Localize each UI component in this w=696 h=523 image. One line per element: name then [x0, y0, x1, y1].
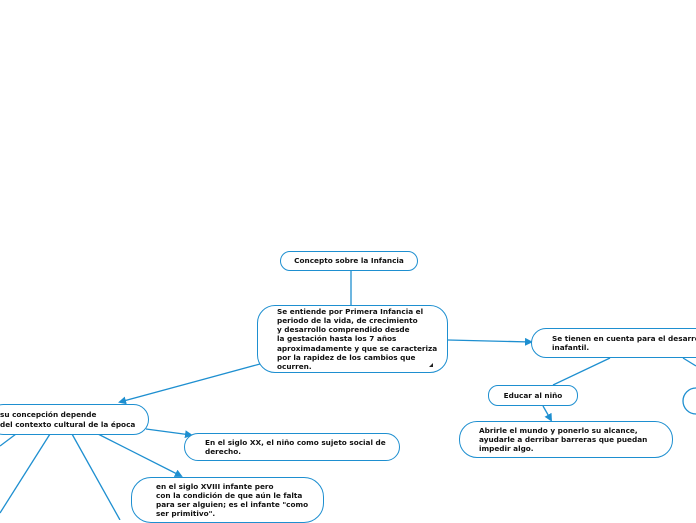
node-educar[interactable]: Educar al niño — [488, 385, 578, 406]
resize-handle-icon[interactable] — [429, 363, 433, 367]
node-title[interactable]: Concepto sobre la Infancia — [280, 251, 418, 271]
node-educar-text: Educar al niño — [503, 390, 563, 400]
node-definition[interactable]: Se entiende por Primera Infancia el peri… — [257, 305, 448, 373]
node-concepcion[interactable]: su concepción depende del contexto cultu… — [0, 404, 149, 435]
edge-concepcion-siglo-xviii — [95, 432, 183, 477]
node-siglo-xviii-text: en el siglo XVIII infante pero con la co… — [156, 481, 309, 519]
edge-desarrollo-educar — [552, 357, 611, 386]
node-siglo-xviii[interactable]: en el siglo XVIII infante pero con la co… — [131, 477, 324, 523]
offscreen-node-edge — [682, 387, 696, 415]
node-definition-text: Se entiende por Primera Infancia el peri… — [277, 306, 438, 371]
node-abrirle[interactable]: Abrirle el mundo y ponerlo su alcance, a… — [459, 421, 673, 458]
edge-concepcion-branch-3 — [0, 433, 17, 447]
edge-concepcion-siglo-xx — [145, 428, 193, 439]
node-abrirle-text: Abrirle el mundo y ponerlo su alcance, a… — [479, 425, 648, 454]
edge-definition-concepcion — [118, 363, 261, 405]
node-siglo-xx-text: En el siglo XX, el niño como sujeto soci… — [205, 437, 386, 456]
node-desarrollo[interactable]: Se tienen en cuenta para el desarrollo i… — [531, 328, 696, 358]
edge-concepcion-branch-2 — [0, 433, 51, 514]
edge-definition-desarrollo — [447, 337, 533, 346]
node-siglo-xx[interactable]: En el siglo XX, el niño como sujeto soci… — [184, 433, 400, 461]
edge-educar-abrirle — [542, 405, 552, 422]
node-desarrollo-text: Se tienen en cuenta para el desarrollo i… — [552, 333, 696, 352]
edge-concepcion-branch-1 — [71, 433, 121, 520]
node-concepcion-text: su concepción depende del contexto cultu… — [0, 410, 136, 429]
node-title-text: Concepto sobre la Infancia — [294, 256, 404, 266]
edge-desarrollo-right — [682, 357, 696, 367]
